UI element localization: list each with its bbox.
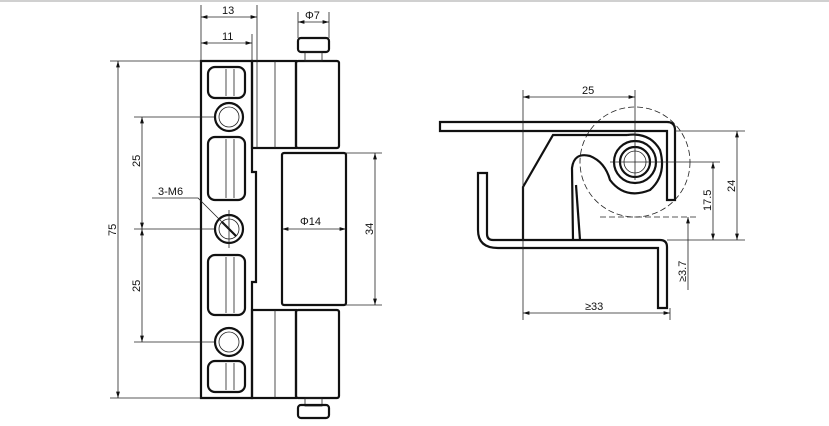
holes [213, 101, 245, 358]
dim-25-top: 25 [131, 155, 143, 167]
bottom-knuckle [294, 308, 341, 400]
dim-24: 24 [726, 180, 738, 192]
top-border [0, 0, 829, 2]
top-leaf [250, 59, 298, 150]
dim-min-3-7: ≥3.7 [677, 261, 689, 282]
dim-13: 13 [222, 5, 234, 17]
slots [206, 65, 247, 394]
top-pin-cap [296, 36, 331, 54]
hole-callout: 3-M6 [158, 186, 183, 198]
dim-25-side: 25 [582, 85, 594, 97]
dim-25-bottom: 25 [131, 280, 143, 292]
bottom-pin-cap [296, 403, 331, 420]
bracket [521, 133, 627, 240]
dim-11: 11 [222, 31, 233, 43]
top-plate [438, 120, 677, 202]
spring-arm [570, 133, 664, 241]
dim-phi14: Φ14 [300, 216, 321, 228]
top-knuckle [294, 59, 341, 150]
bottom-plate [476, 171, 669, 310]
bottom-leaf [250, 308, 298, 400]
dim-17-5: 17.5 [702, 190, 714, 211]
dim-34: 34 [364, 223, 376, 235]
front-view: 13 11 Φ7 75 25 25 3-M6 Φ14 34 [107, 5, 382, 420]
dim-phi7: Φ7 [305, 10, 320, 22]
dim-min-33: ≥33 [585, 301, 603, 313]
side-view: 25 24 17.5 ≥3.7 ≥33 [438, 85, 745, 320]
dim-75: 75 [107, 224, 119, 236]
